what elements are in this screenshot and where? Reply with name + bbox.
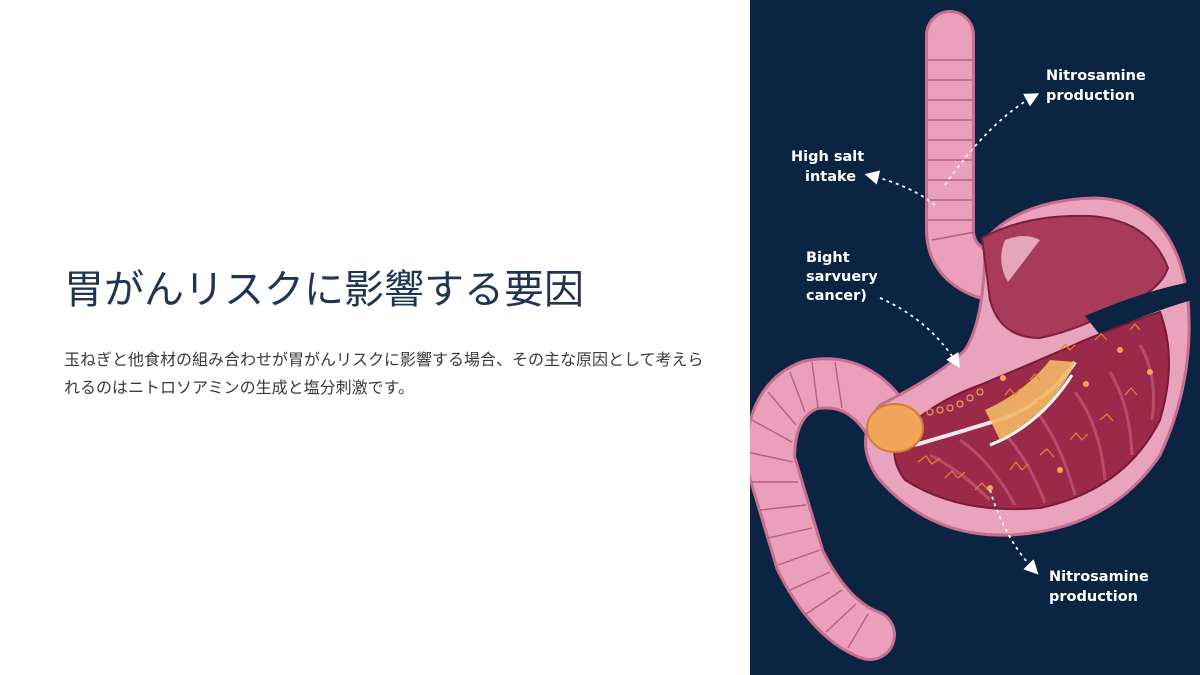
stomach bbox=[864, 196, 1192, 537]
label-nitrosamine-top: Nitrosamine production bbox=[1046, 68, 1151, 104]
text-panel: 胃がんリスクに影響する要因 玉ねぎと他食材の組み合わせが胃がんリスクに影響する場… bbox=[64, 267, 704, 397]
annotation-arrows bbox=[864, 93, 1040, 575]
slide-body: 玉ねぎと他食材の組み合わせが胃がんリスクに影響する場合、その主な原因として考えら… bbox=[64, 350, 704, 397]
stomach-illustration: Nitrosamine production High salt intake … bbox=[750, 0, 1200, 675]
duodenum bbox=[750, 357, 916, 661]
label-nitrosamine-bottom: Nitrosamine production bbox=[1049, 569, 1154, 605]
slide-title: 胃がんリスクに影響する要因 bbox=[64, 267, 584, 313]
label-high-salt: High salt intake bbox=[791, 149, 869, 185]
label-bight-cancer: Bight sarvuery cancer) bbox=[806, 250, 883, 304]
esophagus bbox=[925, 10, 1010, 300]
stomach-diagram: Nitrosamine production High salt intake … bbox=[750, 10, 1192, 661]
